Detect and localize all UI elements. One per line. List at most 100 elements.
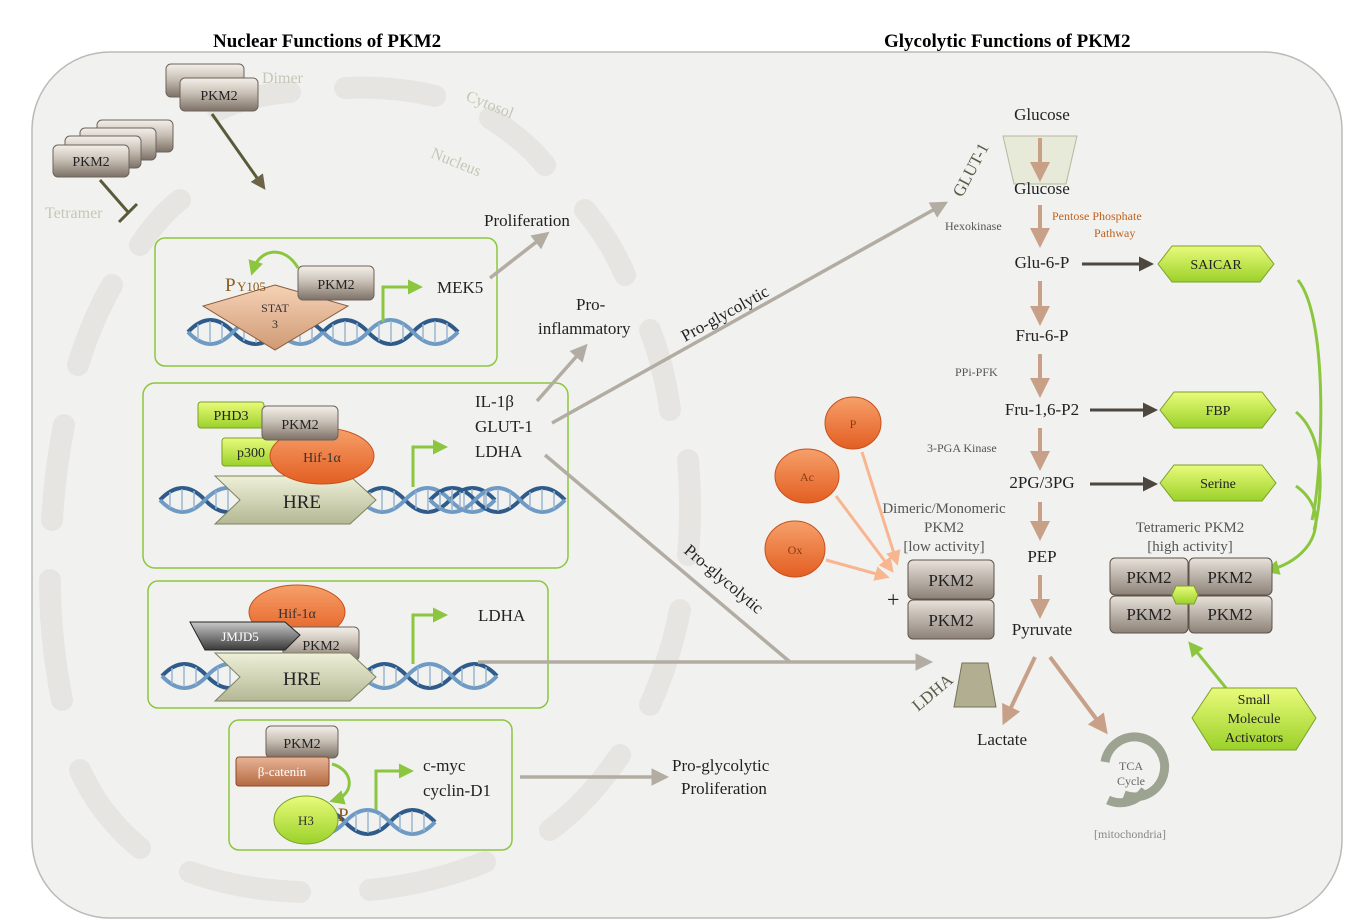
tetrameric-label-2: [high activity]: [1147, 539, 1232, 555]
jmjd5-panel: [147, 580, 549, 709]
nuclear-envelope: [39, 76, 701, 903]
h3-phospho-curve: [329, 762, 351, 805]
small-molecule-activators: Small Molecule Activators: [1191, 687, 1317, 751]
h3-protein: H3: [273, 795, 339, 845]
hif1a-protein: Hif-1α: [269, 427, 375, 485]
svg-text:p300: p300: [237, 446, 265, 461]
svg-text:STAT: STAT: [261, 301, 289, 315]
hif-pkm2: PKM2: [261, 405, 339, 441]
dimeric-label-1: Dimeric/Monomeric: [882, 501, 1006, 517]
il1b-label: IL-1β: [475, 392, 514, 411]
ldha-label-2: LDHA: [478, 606, 526, 625]
mek5-promoter-arrow: [381, 279, 423, 322]
serine-node: Serine: [1159, 464, 1277, 502]
hre-element-2: [213, 652, 377, 702]
svg-text:Molecule: Molecule: [1228, 712, 1281, 727]
fru16p2-label: Fru-1,6-P2: [1005, 400, 1079, 419]
ppp-label-2: Pathway: [1094, 226, 1135, 240]
tetrameric-label-1: Tetrameric PKM2: [1136, 520, 1245, 536]
ppp-label-1: Pentose Phosphate: [1052, 209, 1142, 223]
svg-text:Hif-1α: Hif-1α: [278, 607, 316, 622]
svg-text:TCA: TCA: [1119, 759, 1143, 773]
saicar-node: SAICAR: [1157, 245, 1275, 283]
proliferation-label: Proliferation: [484, 211, 570, 230]
hif-promoter-arrow: [411, 439, 448, 487]
svg-text:PKM2: PKM2: [72, 155, 109, 170]
svg-text:PKM2: PKM2: [928, 571, 973, 590]
pkm2-dimer: PKM2: [165, 63, 259, 112]
glucose-intracellular: Glucose: [1014, 179, 1070, 198]
ppi-pfk-label: PPi-PFK: [955, 365, 998, 379]
p-modifier: P: [824, 396, 882, 450]
plus-sign: +: [887, 587, 899, 612]
svg-text:PHD3: PHD3: [213, 409, 248, 424]
pyruvate-label: Pyruvate: [1012, 620, 1072, 639]
cmyc-promoter-arrow: [374, 763, 414, 810]
bcatenin-panel: [228, 719, 513, 851]
svg-text:P: P: [850, 417, 857, 431]
lactate-label: Lactate: [977, 730, 1027, 749]
ac-modifier: Ac: [774, 448, 840, 504]
svg-text:Ac: Ac: [800, 470, 814, 484]
ox-modifier: Ox: [764, 520, 826, 578]
phospho-curve-arrow: [248, 250, 300, 276]
svg-text:β-catenin: β-catenin: [258, 764, 307, 779]
hexokinase-label: Hexokinase: [945, 219, 1002, 233]
mitochondria-label: [mitochondria]: [1094, 827, 1166, 841]
tetramer-block-arrow: [98, 179, 139, 224]
ldha-label: LDHA: [475, 442, 523, 461]
svg-text:JMJD5: JMJD5: [221, 629, 259, 644]
svg-text:Ox: Ox: [788, 543, 803, 557]
tetramer-label: Tetramer: [45, 205, 103, 222]
ldha-glycolytic-arrow: [543, 453, 792, 664]
cyclin-d1-label: cyclin-D1: [423, 781, 491, 800]
svg-text:Activators: Activators: [1225, 731, 1283, 746]
h3-phospho-label: P: [338, 805, 349, 826]
phd3-protein: PHD3: [197, 401, 265, 429]
svg-text:Hif-1α: Hif-1α: [303, 451, 341, 466]
glycolytic-title: Glycolytic Functions of PKM2: [884, 31, 1130, 52]
sma-arrow: [1188, 641, 1228, 689]
modifier-arrows: [825, 451, 901, 581]
tetrameric-pkm2: PKM2 PKM2 PKM2 PKM2: [1109, 557, 1273, 634]
nuclear-title: Nuclear Functions of PKM2: [213, 31, 441, 52]
jmjd5-protein: JMJD5: [189, 621, 301, 651]
svg-text:Serine: Serine: [1200, 477, 1236, 492]
stat3-pkm2: PKM2: [297, 265, 375, 301]
svg-text:H3: H3: [298, 813, 314, 828]
pro-glycolytic-proliferation-1: Pro-glycolytic: [672, 756, 770, 775]
pyruvate-tca-arrow: [1048, 655, 1108, 735]
cmyc-label: c-myc: [423, 756, 466, 775]
dimeric-label-2: PKM2: [924, 520, 964, 536]
dimeric-pkm2: PKM2 PKM2: [907, 559, 995, 640]
svg-text:PKM2: PKM2: [302, 639, 339, 654]
pro-glycolytic-proliferation-2: Proliferation: [681, 779, 767, 798]
svg-text:Cycle: Cycle: [1117, 774, 1145, 788]
svg-text:PKM2: PKM2: [1126, 605, 1171, 624]
svg-text:PKM2: PKM2: [317, 278, 354, 293]
dimer-label: Dimer: [262, 70, 304, 87]
dimer-entry-arrow: [210, 113, 266, 190]
svg-text:HRE: HRE: [283, 492, 321, 513]
glut1-label: GLUT-1: [475, 417, 533, 436]
pkm2-tetramer: PKM2: [52, 119, 174, 178]
svg-text:HRE: HRE: [283, 669, 321, 690]
svg-text:PKM2: PKM2: [928, 611, 973, 630]
svg-text:PKM2: PKM2: [283, 737, 320, 752]
svg-text:PKM2: PKM2: [281, 418, 318, 433]
stat3-panel: [154, 237, 498, 367]
mek5-label: MEK5: [437, 278, 483, 297]
tca-cycle: TCA Cycle: [1100, 732, 1170, 808]
glucose-extracellular: Glucose: [1014, 105, 1070, 124]
2pg3pg-label: 2PG/3PG: [1009, 473, 1074, 492]
svg-text:FBP: FBP: [1206, 404, 1231, 419]
svg-text:PKM2: PKM2: [1207, 605, 1252, 624]
fbp-node: FBP: [1159, 391, 1277, 429]
il1b-inflammatory-arrow: [535, 343, 588, 403]
activator-arrows: [1264, 279, 1323, 575]
svg-text:PKM2: PKM2: [200, 89, 237, 104]
svg-text:Small: Small: [1238, 693, 1271, 708]
fru6p-label: Fru-6-P: [1016, 326, 1069, 345]
ldha-promoter-arrow: [411, 607, 448, 664]
